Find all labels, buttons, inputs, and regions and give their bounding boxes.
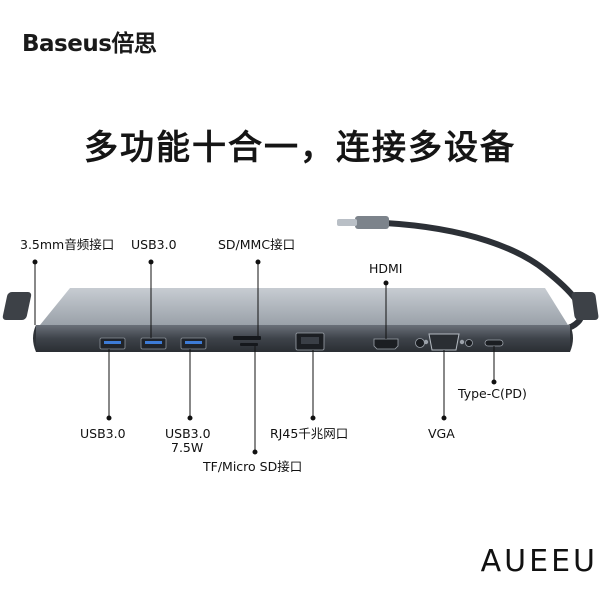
label-audio-port: 3.5mm音频接口 [20, 237, 115, 252]
hub-top-surface [40, 288, 568, 325]
usb-port-3 [180, 337, 207, 350]
usb-port-2 [140, 337, 167, 350]
leader-lines [32, 259, 497, 455]
usb-port-1 [99, 337, 126, 350]
vga-port [423, 333, 465, 351]
type-c-port [484, 339, 504, 347]
label-usb-mid: USB3.0 [165, 426, 211, 441]
label-rj45: RJ45千兆网口 [270, 426, 349, 441]
label-sd-mmc: SD/MMC接口 [218, 237, 296, 252]
rubber-foot-left [2, 292, 32, 320]
label-usb-top: USB3.0 [131, 237, 177, 252]
rubber-foot-right [571, 292, 599, 320]
label-type-c-pd: Type-C(PD) [458, 386, 527, 401]
brand-logo: Baseus倍思 [22, 31, 157, 57]
label-hdmi: HDMI [369, 261, 403, 276]
label-vga: VGA [428, 426, 455, 441]
label-usb-left: USB3.0 [80, 426, 126, 441]
watermark-text: AUEEU [480, 544, 598, 579]
label-usb-mid-power: 7.5W [171, 440, 204, 455]
indicator-hole [465, 339, 473, 347]
audio-jack [415, 338, 425, 348]
headline: 多功能十合一，连接多设备 [84, 128, 516, 168]
label-tf-micro-sd: TF/Micro SD接口 [203, 459, 303, 474]
card-reader-slots [233, 336, 261, 346]
hdmi-port [373, 338, 399, 350]
rj45-port [295, 332, 325, 351]
